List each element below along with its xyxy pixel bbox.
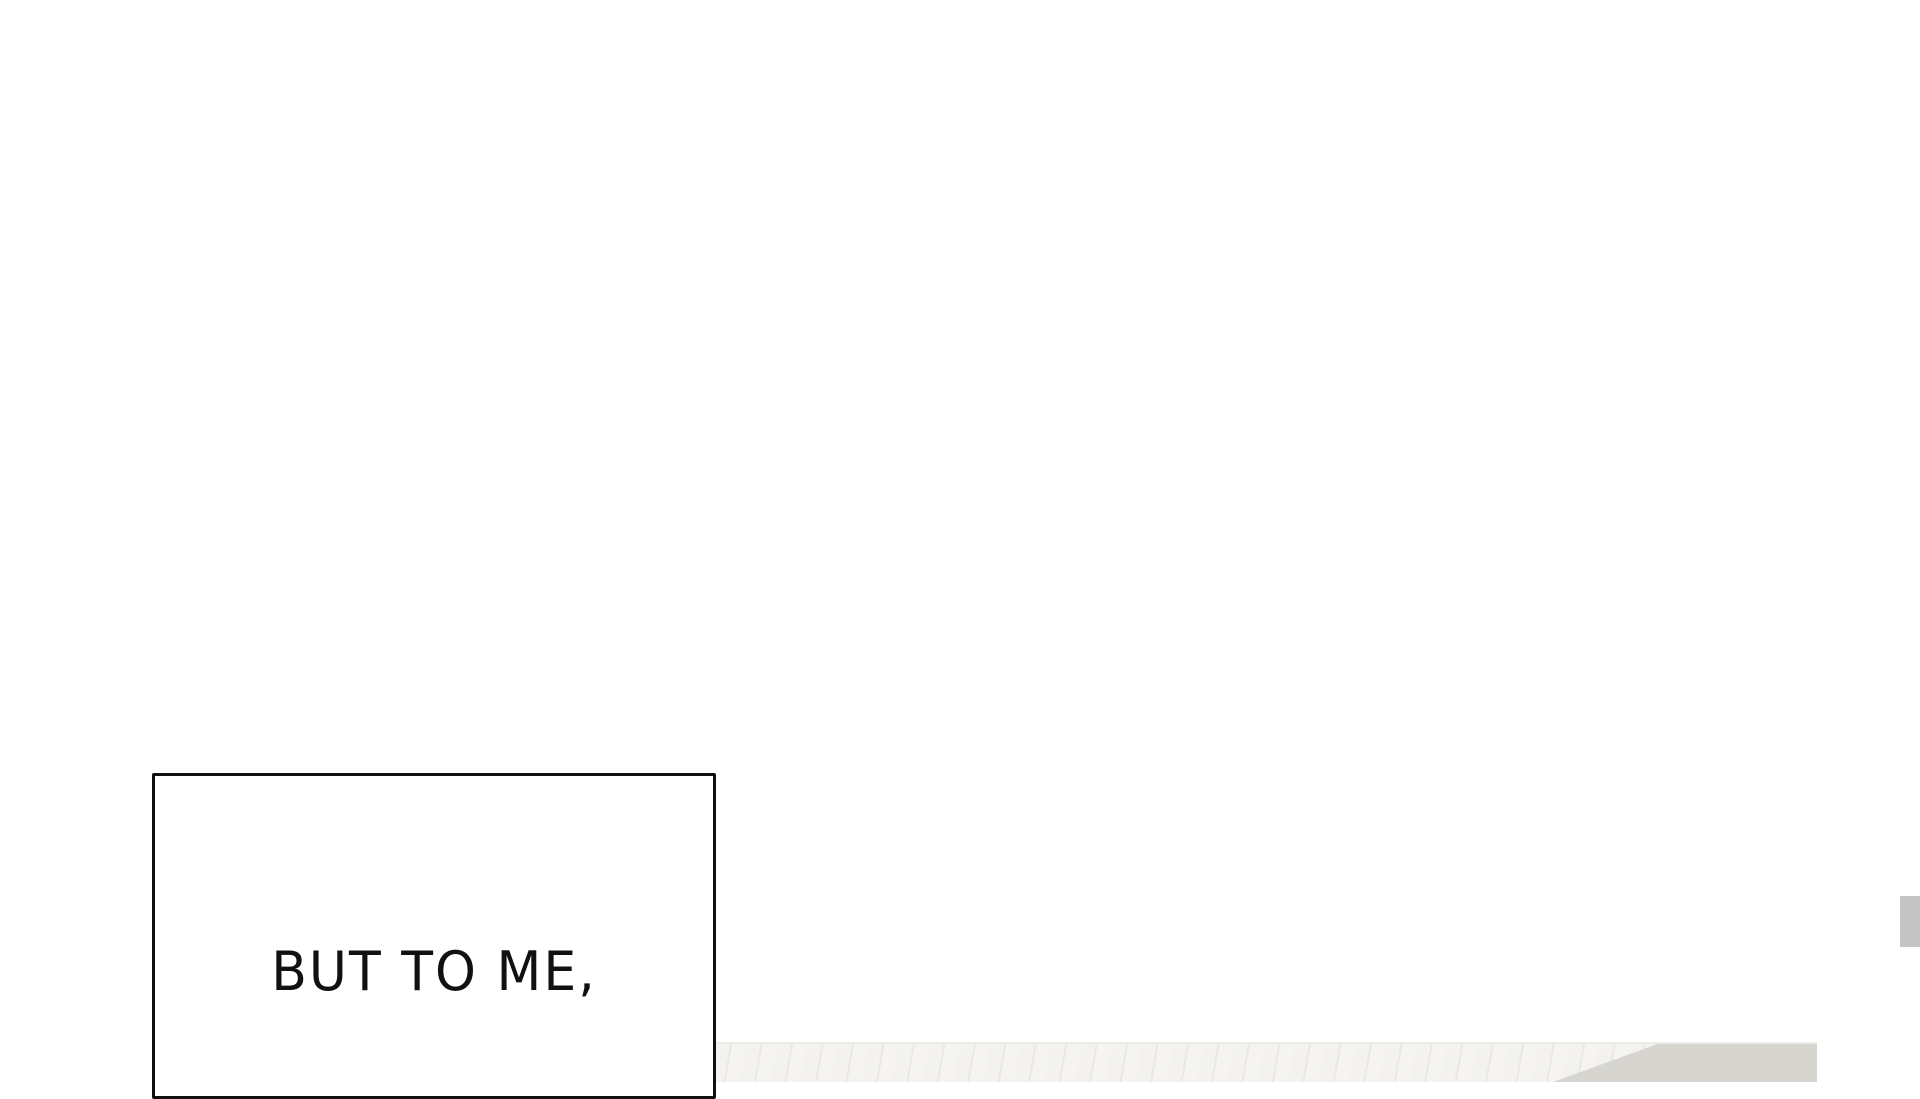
caption-text: BUT TO ME, — [271, 940, 597, 1004]
comic-artwork-panel — [716, 1042, 1817, 1082]
comic-caption-panel: BUT TO ME, — [152, 773, 716, 1099]
scrollbar-thumb[interactable] — [1900, 896, 1920, 947]
